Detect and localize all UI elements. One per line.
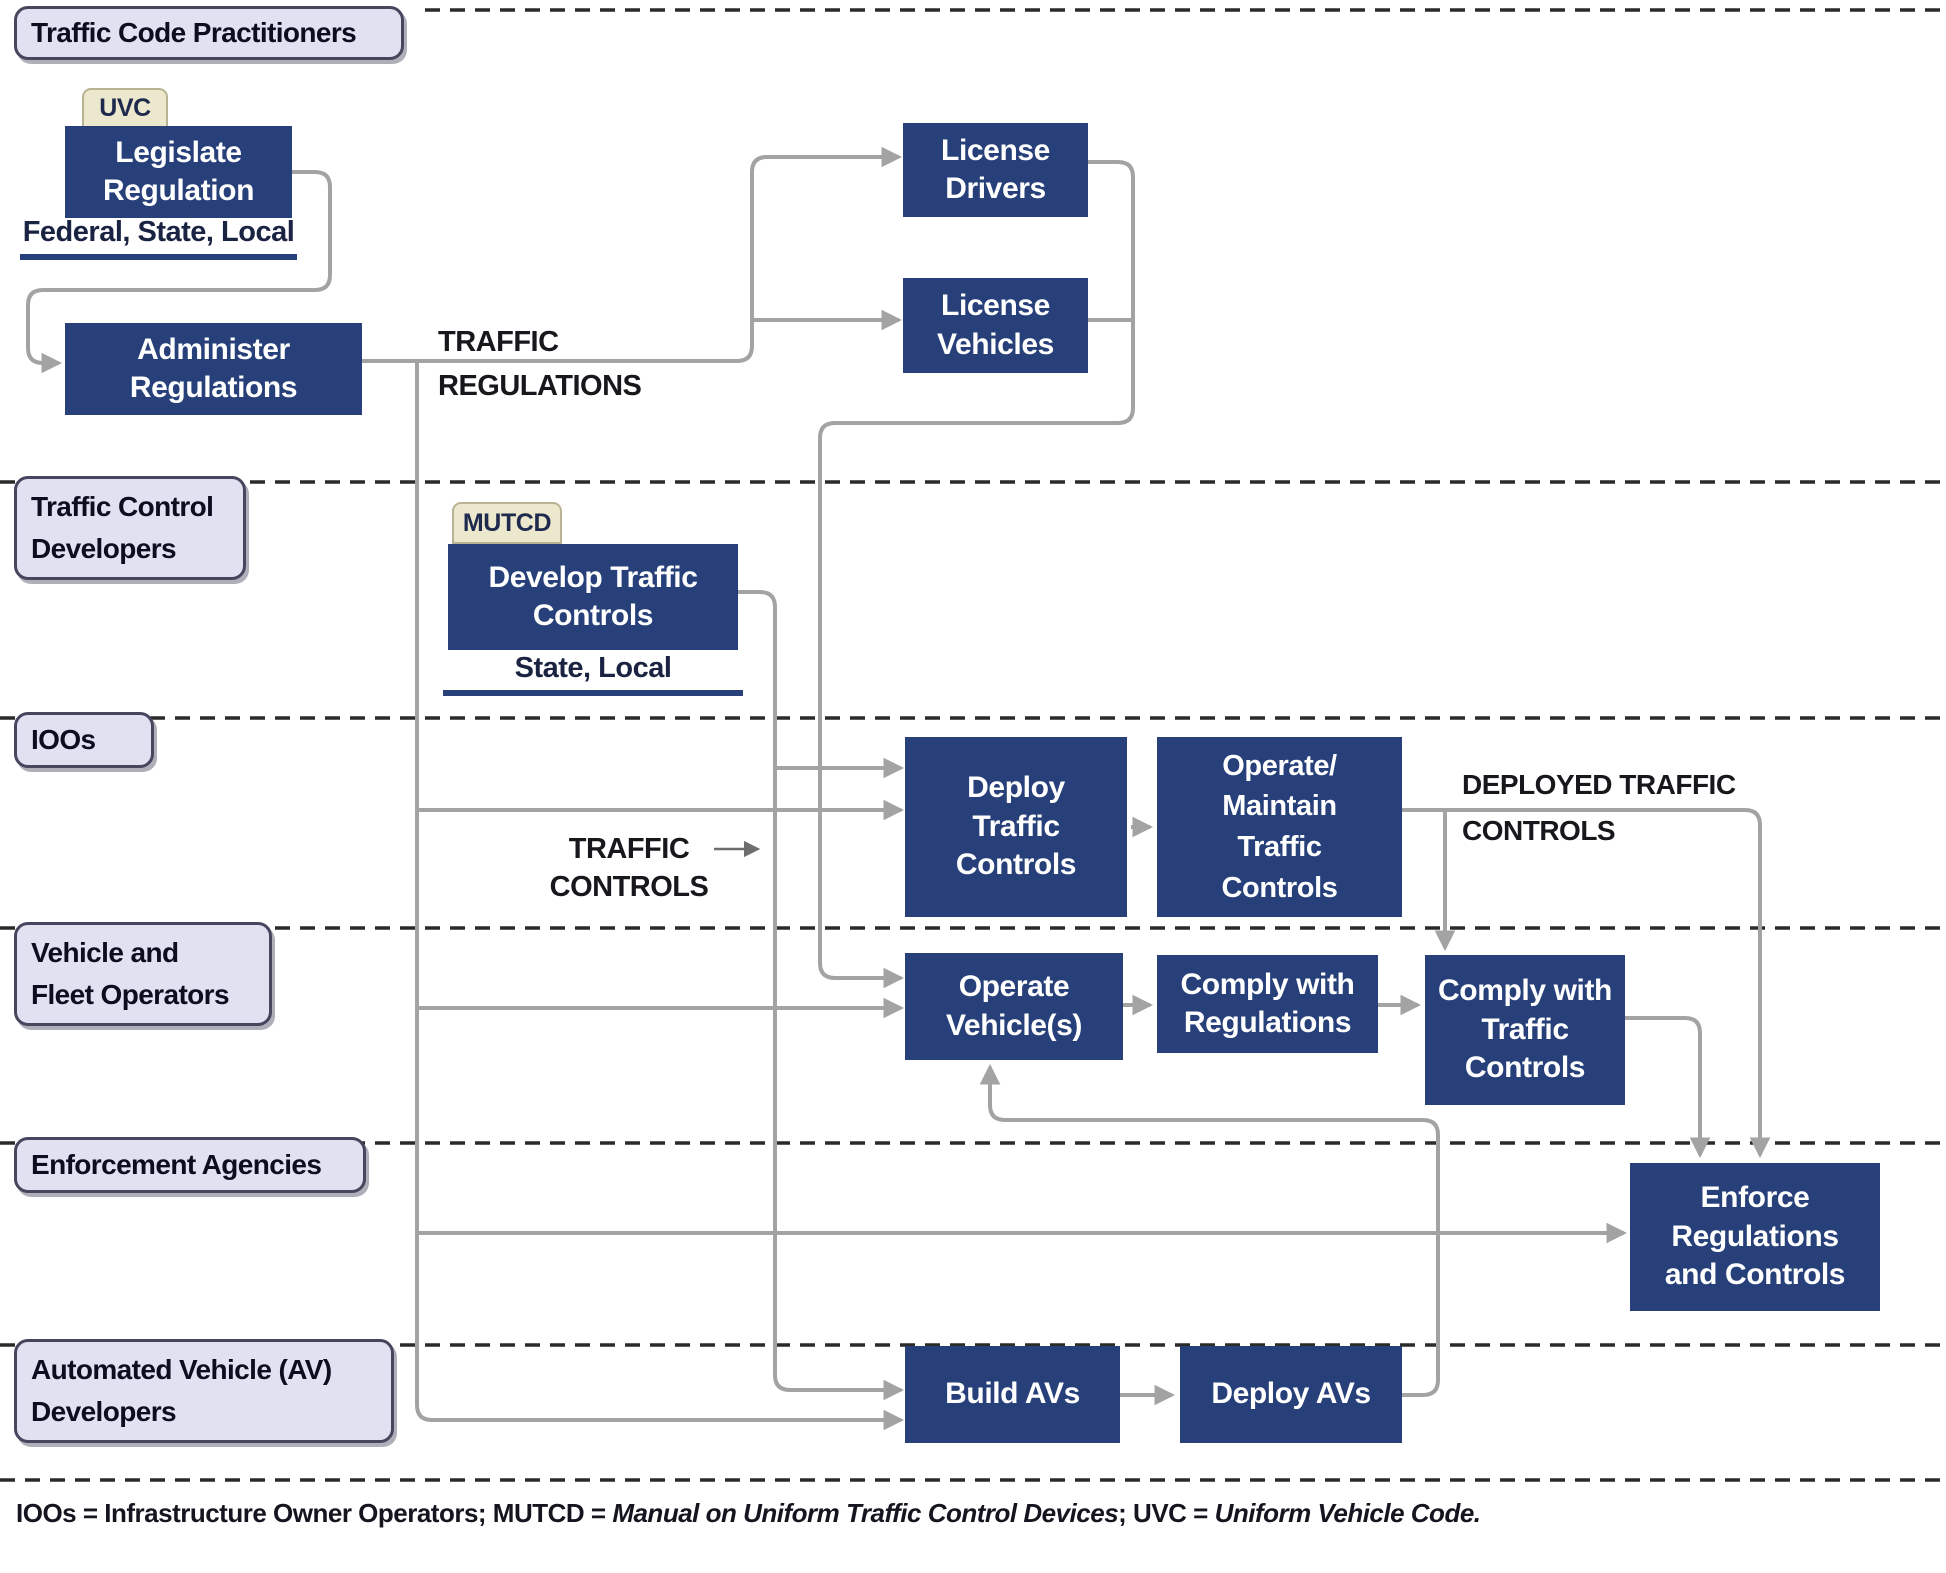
traffic-controls-flow-label: TRAFFIC CONTROLS — [549, 833, 709, 903]
arrow-regulations-to-license-drivers — [362, 146, 903, 363]
box-operate-maintain-traffic-controls: Operate/ Maintain Traffic Controls — [1157, 737, 1402, 917]
box-operate-vehicles: Operate Vehicle(s) — [905, 953, 1123, 1060]
footnote-uvc-title: Uniform Vehicle Code. — [1214, 1498, 1481, 1528]
arrow-controls-trunk-to-build-avs — [738, 590, 905, 1401]
footnote-segment: ; UVC = — [1118, 1498, 1215, 1528]
abbreviation-footnote: IOOs = Infrastructure Owner Operators; M… — [16, 1498, 1916, 1529]
box-comply-with-traffic-controls: Comply with Traffic Controls — [1425, 955, 1625, 1105]
box-build-avs: Build AVs — [905, 1346, 1120, 1443]
legislate-scope-label: Federal, State, Local — [22, 216, 295, 248]
box-deploy-traffic-controls: Deploy Traffic Controls — [905, 737, 1127, 917]
lane-label-vehicle-fleet-operators: Vehicle and Fleet Operators — [14, 922, 272, 1026]
box-license-vehicles: License Vehicles — [903, 278, 1088, 373]
box-develop-traffic-controls: Develop Traffic Controls — [448, 544, 738, 650]
arrow-deploy-avs-to-operate-vehicles — [979, 1063, 1440, 1397]
footnote-mutcd-title: Manual on Uniform Traffic Control Device… — [612, 1498, 1119, 1528]
footnote-segment: IOOs = Infrastructure Owner Operators; M… — [16, 1498, 613, 1528]
box-legislate-regulation: Legislate Regulation — [65, 126, 292, 218]
lane-label-av-developers: Automated Vehicle (AV) Developers — [14, 1339, 394, 1443]
lane-label-traffic-code-practitioners: Traffic Code Practitioners — [14, 6, 404, 60]
box-enforce-regulations-and-controls: Enforce Regulations and Controls — [1630, 1163, 1880, 1311]
legislate-scope-underline — [20, 254, 297, 260]
box-deploy-avs: Deploy AVs — [1180, 1346, 1402, 1443]
box-administer-regulations: Administer Regulations — [65, 323, 362, 415]
arrow-regulations-trunk-to-build-avs — [415, 361, 905, 1431]
lane-label-enforcement-agencies: Enforcement Agencies — [14, 1137, 366, 1193]
arrow-licenses-to-operate-vehicles — [818, 160, 1135, 989]
lane-label-traffic-control-developers: Traffic Control Developers — [14, 476, 246, 580]
develop-scope-label: State, Local — [514, 652, 672, 684]
deployed-traffic-controls-flow-label: DEPLOYED TRAFFIC CONTROLS — [1462, 769, 1736, 846]
box-comply-with-regulations: Comply with Regulations — [1157, 955, 1378, 1053]
lane-separator-lines — [0, 8, 1946, 1482]
lane-label-ioos: IOOs — [14, 712, 154, 768]
traffic-regulations-flow-label: TRAFFIC REGULATIONS — [438, 326, 642, 402]
develop-scope-underline — [443, 690, 743, 696]
mutcd-tag: MUTCD — [452, 502, 562, 544]
arrow-comply-controls-to-enforce — [1625, 1016, 1711, 1159]
arrow-deployed-controls-to-enforce — [1402, 808, 1771, 1159]
box-license-drivers: License Drivers — [903, 123, 1088, 217]
arrow-legislate-to-administer — [26, 170, 332, 374]
uvc-tag: UVC — [82, 88, 168, 128]
